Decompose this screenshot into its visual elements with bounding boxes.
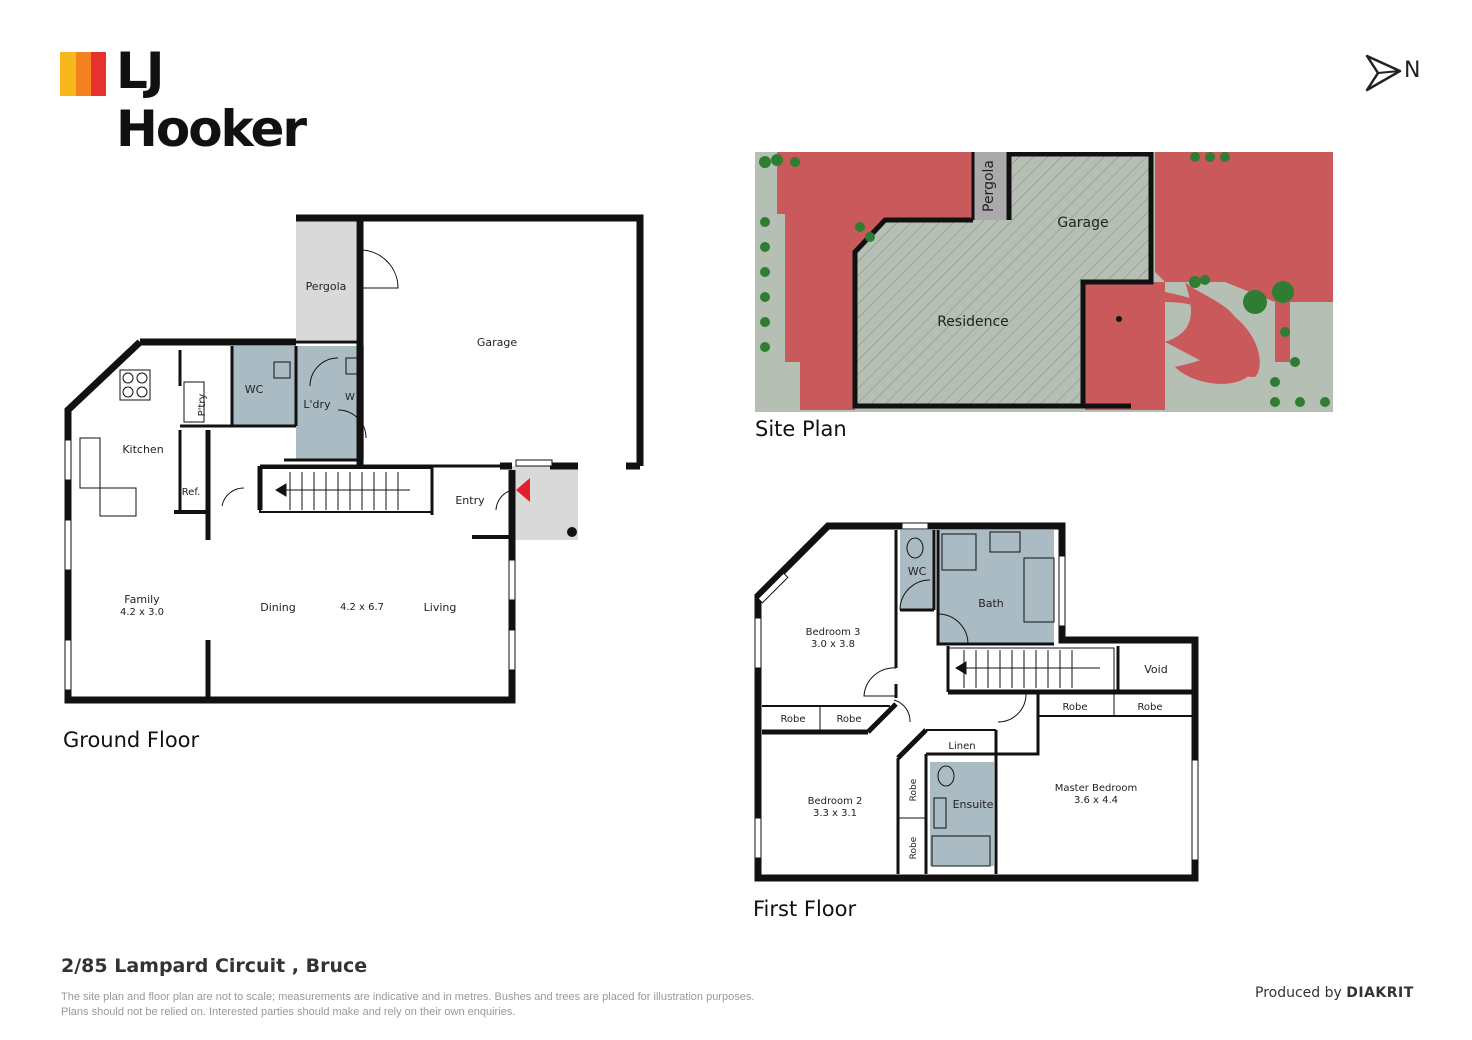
- ff-bath-area: [938, 530, 1054, 644]
- ff-void-label: Void: [1144, 663, 1167, 676]
- gf-stairs: [259, 467, 433, 513]
- logo-bar-orange: [76, 52, 91, 96]
- producer-brand: DIAKRIT: [1346, 985, 1414, 1001]
- gf-pergola-area: [296, 220, 356, 340]
- gf-living-label: Living: [424, 601, 457, 614]
- producer-prefix: Produced by: [1255, 985, 1342, 1001]
- north-arrow-icon: [1365, 54, 1402, 92]
- ground-floor-title: Ground Floor: [63, 728, 200, 752]
- logo-bar-yellow: [60, 52, 76, 96]
- site-pergola-area: [973, 152, 1009, 220]
- ff-bath-label: Bath: [978, 597, 1004, 610]
- entry-arrow-icon: [516, 478, 530, 502]
- ff-master-name: Master Bedroom: [1055, 783, 1138, 794]
- gf-laundry-area: [296, 346, 364, 460]
- site-residence-label: Residence: [937, 314, 1009, 330]
- gf-family-name: Family: [124, 593, 160, 606]
- first-floor-plan: WC Bath Bedroom 3 3.0 x 3.8 Void Robe Ro…: [750, 518, 1205, 888]
- site-plan-drawing: Pergola Garage Residence: [755, 151, 1333, 412]
- gf-wc-area: [232, 346, 296, 426]
- site-plan: Pergola Garage Residence: [755, 151, 1333, 412]
- ff-wc-label: WC: [908, 565, 927, 578]
- gf-wc-label: WC: [245, 383, 264, 396]
- first-floor-drawing: WC Bath Bedroom 3 3.0 x 3.8 Void Robe Ro…: [754, 522, 1199, 882]
- gf-entry-label: Entry: [455, 494, 485, 507]
- ff-robe-6: Robe: [909, 836, 919, 859]
- ff-ensuite-area: [930, 762, 994, 866]
- site-paving-courtyard: [1085, 282, 1165, 410]
- gf-fridge-label: Ref.: [182, 487, 201, 498]
- gf-pantry-label: P'try: [197, 394, 208, 417]
- ff-robe-2: Robe: [836, 714, 861, 725]
- ff-robe-5: Robe: [909, 778, 919, 801]
- ff-bed2-dim: 3.3 x 3.1: [813, 808, 857, 819]
- brand-name: LJ Hooker: [116, 42, 307, 158]
- disclaimer-line-2: Plans should not be relied on. Intereste…: [61, 1006, 516, 1018]
- producer-credit: Produced by DIAKRIT: [1255, 985, 1414, 1001]
- disclaimer: The site plan and floor plan are not to …: [61, 990, 961, 1020]
- site-plan-title: Site Plan: [755, 417, 847, 441]
- site-pergola-label: Pergola: [981, 160, 997, 212]
- site-bushes: [759, 152, 1330, 407]
- logo-bar-red: [91, 52, 106, 96]
- gf-laundry-label: L'dry: [303, 398, 331, 411]
- gf-kitchen-label: Kitchen: [122, 443, 163, 456]
- ground-floor-drawing: Pergola Garage WC P'try L'dry W Kitchen …: [64, 214, 644, 704]
- gf-garage-label: Garage: [477, 336, 518, 349]
- gf-washer-label: W: [345, 392, 355, 403]
- ff-stairs: [947, 647, 1115, 691]
- ff-linen-label: Linen: [948, 741, 975, 752]
- gf-porch: [512, 466, 578, 540]
- gf-pergola-label: Pergola: [306, 280, 347, 293]
- ground-floor-plan: Pergola Garage WC P'try L'dry W Kitchen …: [60, 210, 650, 710]
- ff-wc-area: [900, 530, 934, 610]
- first-floor-title: First Floor: [753, 897, 857, 921]
- ff-ensuite-label: Ensuite: [953, 798, 994, 811]
- ff-bed2-name: Bedroom 2: [808, 796, 863, 807]
- gf-kitchen-fixtures: [79, 357, 363, 517]
- disclaimer-line-1: The site plan and floor plan are not to …: [61, 991, 755, 1003]
- ff-master-dim: 3.6 x 4.4: [1074, 795, 1118, 806]
- logo-color-block: [60, 52, 106, 96]
- gf-living-dim: 4.2 x 6.7: [340, 602, 384, 613]
- ff-bed3-dim: 3.0 x 3.8: [811, 639, 855, 650]
- compass-label: N: [1404, 58, 1421, 83]
- property-address: 2/85 Lampard Circuit , Bruce: [61, 955, 368, 977]
- compass: N: [1364, 54, 1424, 94]
- ff-robe-3: Robe: [1062, 702, 1087, 713]
- gf-dining-label: Dining: [260, 601, 296, 614]
- brand-logo: LJ Hooker: [60, 42, 360, 158]
- gf-family-dim: 4.2 x 3.0: [120, 607, 164, 618]
- ff-robe-1: Robe: [780, 714, 805, 725]
- site-garage-label: Garage: [1057, 215, 1108, 231]
- site-paving-left: [777, 152, 973, 410]
- site-paving-right: [1155, 152, 1333, 362]
- ff-robe-4: Robe: [1137, 702, 1162, 713]
- site-residence-hatch: [855, 152, 1151, 406]
- ff-bed3-name: Bedroom 3: [806, 627, 861, 638]
